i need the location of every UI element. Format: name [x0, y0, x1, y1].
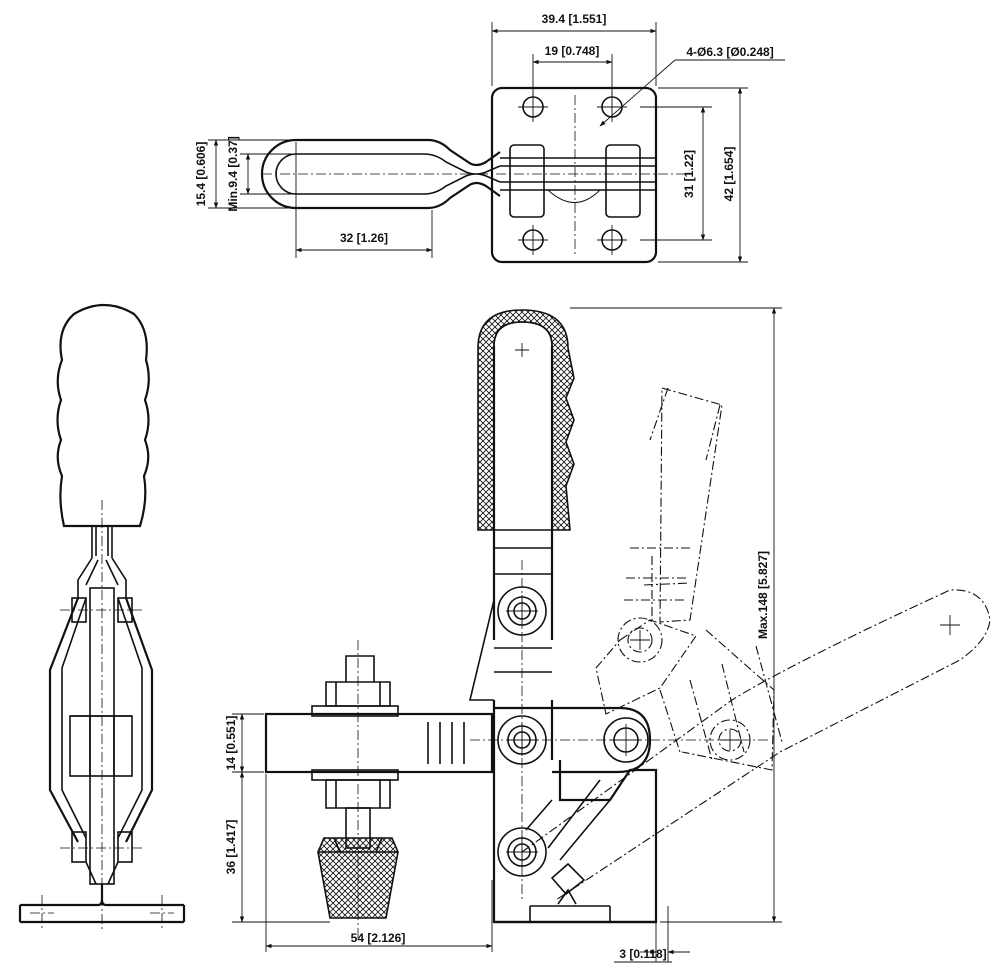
dim-spindle-height: 36 [1.417]	[224, 820, 238, 875]
dim-top-width: 39.4 [1.551]	[542, 12, 607, 26]
dim-top-holes: 4-Ø6.3 [Ø0.248]	[686, 45, 773, 59]
dim-top-hole-spacing: 19 [0.748]	[545, 44, 600, 58]
top-dimension-lines	[208, 22, 785, 263]
top-base-plate	[490, 86, 658, 264]
top-mounting-holes	[518, 92, 627, 255]
dim-top-handle-outer: 15.4 [0.606]	[194, 142, 208, 207]
side-grip	[56, 304, 150, 528]
front-view	[264, 309, 991, 940]
dim-reach: 54 [2.126]	[351, 931, 406, 945]
dim-arm-height: 14 [0.551]	[224, 716, 238, 771]
front-arm	[264, 712, 494, 774]
dim-top-handle-length: 32 [1.26]	[340, 231, 388, 245]
side-view	[18, 304, 186, 930]
dim-top-hole-vertical: 31 [1.22]	[682, 150, 696, 198]
dim-top-handle-min: Min.9.4 [0.37]	[226, 136, 240, 211]
top-view	[260, 86, 690, 264]
front-dimension-lines	[232, 307, 782, 963]
front-grip-hatched	[477, 309, 575, 531]
dim-top-height: 42 [1.654]	[722, 147, 736, 202]
dim-base-thickness: 3 [0.118]	[619, 947, 666, 961]
dim-max-height: Max.148 [5.827]	[756, 551, 770, 639]
